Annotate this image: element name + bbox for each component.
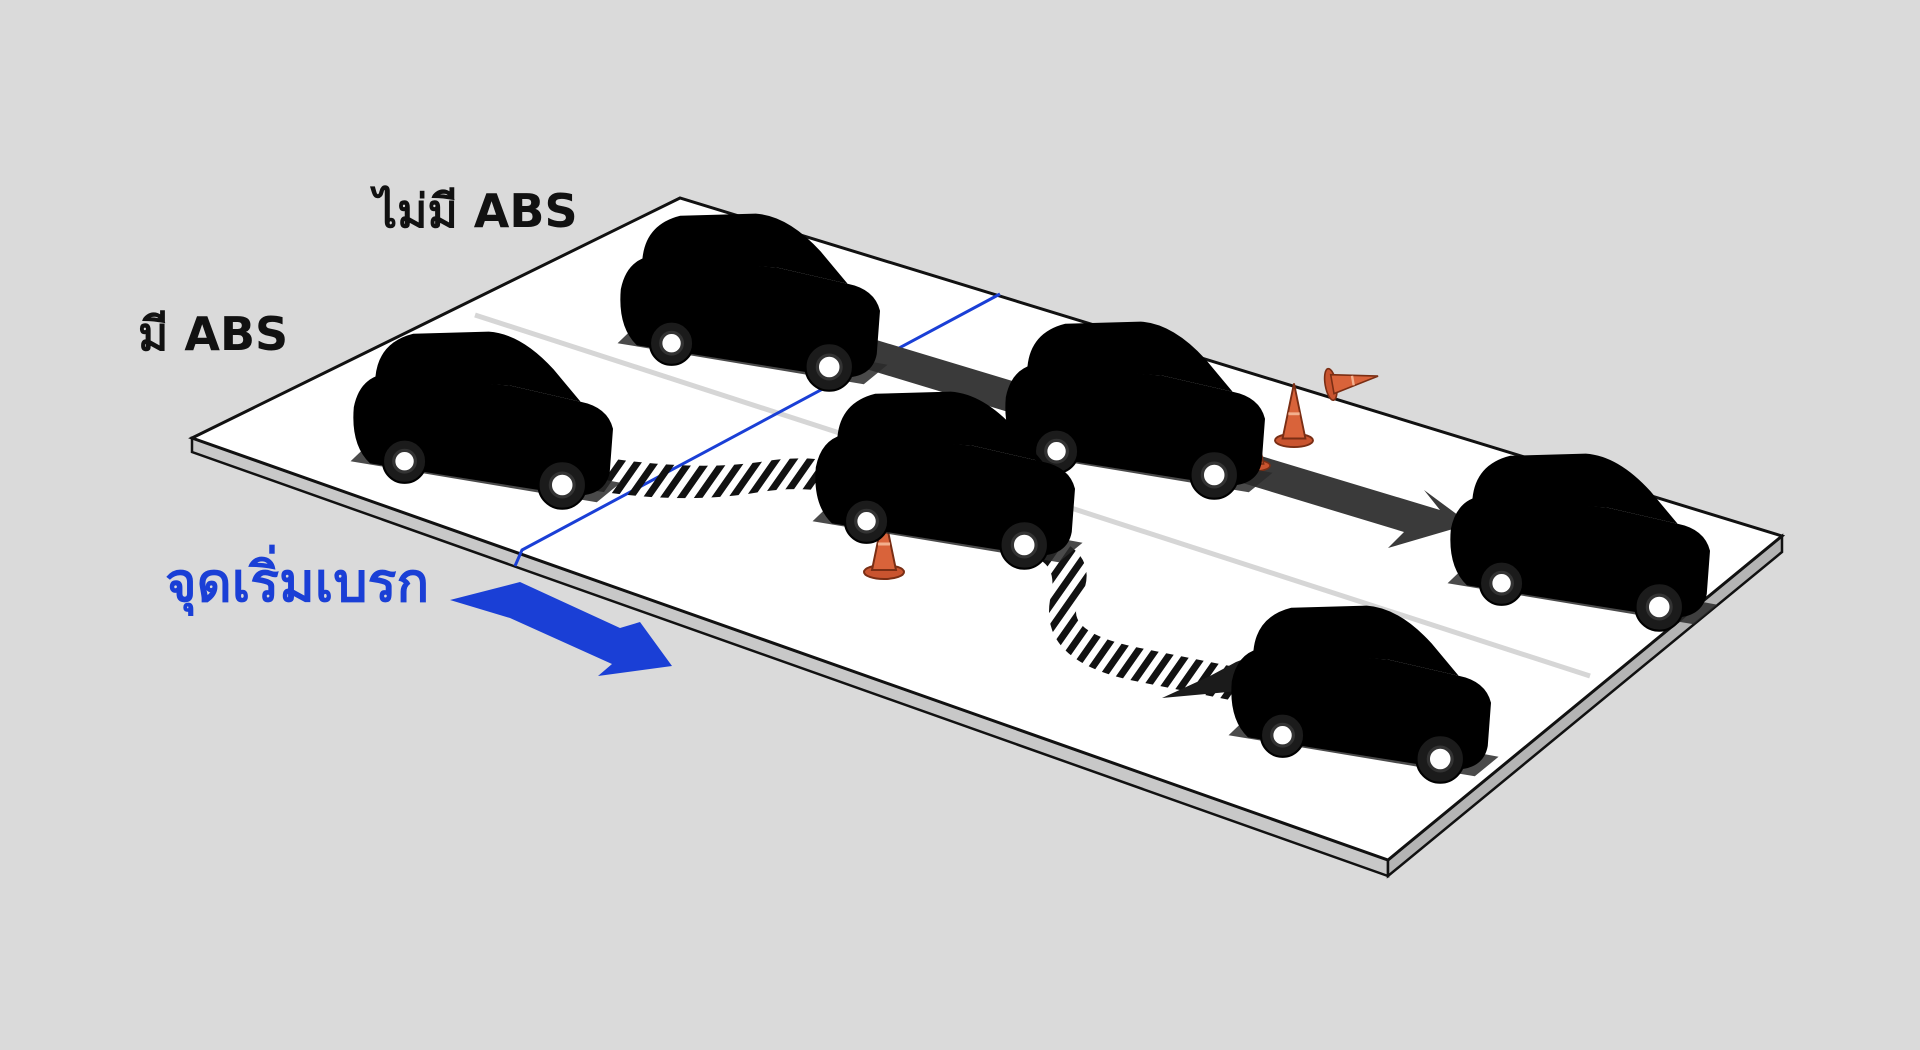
abs-skid-mark-1 <box>578 455 860 499</box>
brake-point-label: จุดเริ่มเบรก <box>165 551 430 614</box>
abs-skid-mark-2 <box>1040 540 1250 702</box>
brake-arrow <box>450 582 672 676</box>
with-abs-label: มี ABS <box>138 307 289 361</box>
traffic-cone-icon <box>1321 359 1383 403</box>
no-abs-label: ไม่มี ABS <box>374 184 578 238</box>
